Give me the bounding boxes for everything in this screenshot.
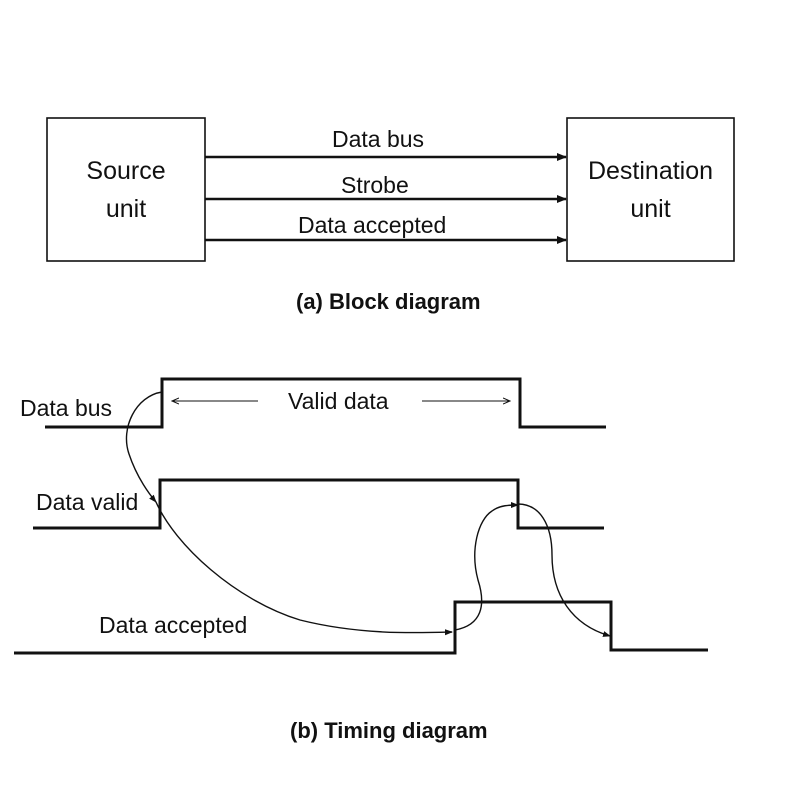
data-accepted-waveform (14, 600, 708, 655)
destination-unit-label: Destination unit (567, 152, 734, 228)
valid-data-label: Valid data (288, 388, 389, 414)
block-data-bus-label: Data bus (332, 126, 425, 152)
block-data-accepted-label: Data accepted (298, 212, 447, 238)
data-bus-to-data-valid-curve (125, 391, 163, 503)
source-unit-label: Source unit (47, 152, 205, 228)
data-bus-waveform (45, 377, 606, 429)
data-valid-to-data-accepted-curve (155, 501, 453, 636)
source-unit-box (46, 117, 206, 262)
destination-unit-box (566, 117, 735, 262)
data-valid-to-data-accepted-low-curve (517, 503, 611, 637)
source-unit-line1: Source (86, 157, 166, 185)
destination-unit-line2: unit (630, 195, 671, 223)
timing-data-bus-label: Data bus (20, 395, 113, 421)
data-valid-waveform (33, 478, 604, 530)
source-unit-line2: unit (105, 195, 147, 223)
timing-data-valid-label: Data valid (36, 489, 139, 515)
destination-unit-line1: Destination (587, 157, 714, 185)
timing-diagram-caption: (b) Timing diagram (290, 718, 488, 743)
block-strobe-label: Strobe (341, 172, 409, 198)
block-diagram-caption: (a) Block diagram (296, 289, 481, 314)
data-accepted-to-data-valid-curve (454, 502, 519, 631)
timing-data-accepted-label: Data accepted (99, 612, 248, 638)
